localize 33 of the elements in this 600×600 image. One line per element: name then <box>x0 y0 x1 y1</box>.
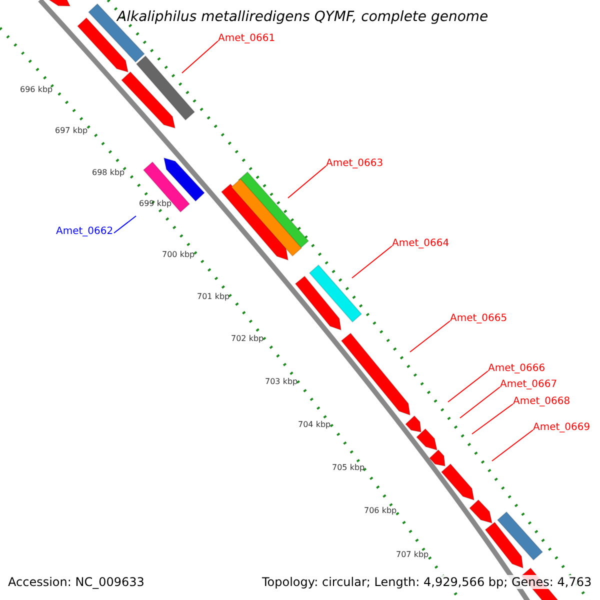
leader-line <box>182 40 218 74</box>
leader-line <box>472 404 514 434</box>
scale-label: 705 kbp <box>332 463 365 472</box>
leader-line <box>460 386 500 418</box>
scale-label: 700 kbp <box>162 250 195 259</box>
gene-label: Amet_0663 <box>326 158 384 169</box>
gene-label: Amet_0667 <box>500 379 558 390</box>
title: Alkaliphilus metalliredigens QYMF, complete genome <box>117 9 488 25</box>
leader-line <box>448 370 488 402</box>
scale-label: 703 kbp <box>265 377 298 386</box>
scale-label: 702 kbp <box>231 334 264 343</box>
footer-text: Accession: NC_009633 <box>8 575 144 589</box>
scale-label: 704 kbp <box>298 420 331 429</box>
gene-label: Amet_0665 <box>450 313 508 324</box>
gene-label: Amet_0666 <box>488 363 546 374</box>
gene-label: Amet_0661 <box>218 33 276 44</box>
footer-text: Topology: circular; Length: 4,929,566 bp; Genes: 4,763 <box>262 575 592 589</box>
gene-label: Amet_0662 <box>56 226 114 237</box>
scale-label: 707 kbp <box>396 550 429 559</box>
gene-label: Amet_0669 <box>533 422 590 433</box>
leader-line <box>114 216 136 234</box>
leader-line <box>492 430 534 462</box>
leader-line <box>288 166 326 198</box>
scale-label: 697 kbp <box>55 126 88 135</box>
scale-label: 696 kbp <box>20 85 53 94</box>
leader-line <box>410 320 450 352</box>
scale-label: 706 kbp <box>364 506 397 515</box>
gene-label: Amet_0668 <box>513 396 570 407</box>
leader-line <box>352 246 392 278</box>
gene-label: Amet_0664 <box>392 238 450 249</box>
scale-label: 701 kbp <box>197 292 230 301</box>
scale-label: 699 kbp <box>139 199 172 208</box>
scale-label: 698 kbp <box>92 168 125 177</box>
